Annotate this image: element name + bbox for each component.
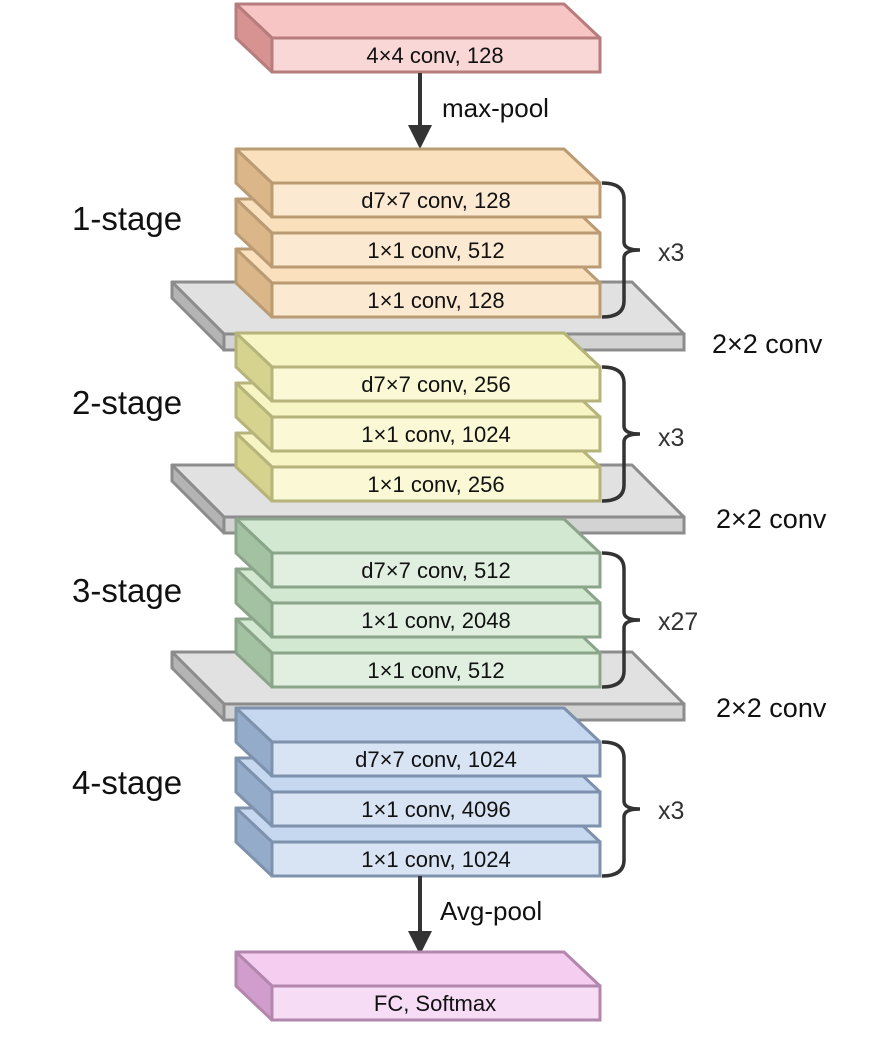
downsample-3-label: 2×2 conv — [716, 693, 827, 723]
stage-4-brace — [601, 740, 641, 878]
stage-4-layer-1: d7×7 conv, 1024 — [234, 706, 602, 778]
stage-2-label: 2-stage — [72, 384, 182, 421]
top-conv-block — [234, 2, 602, 74]
stage-2-layer-1: d7×7 conv, 256 — [234, 331, 602, 403]
stage-4-layer-3-label: 1×1 conv, 1024 — [361, 847, 510, 872]
stage-1-layer-1-label: d7×7 conv, 128 — [361, 188, 510, 213]
downsample-1-label: 2×2 conv — [712, 329, 823, 359]
fc-softmax-block — [234, 950, 602, 1022]
stage-4-repeat: x3 — [658, 797, 684, 825]
stage-3-layer-2-label: 1×1 conv, 2048 — [361, 608, 510, 633]
stage-2-group: 1×1 conv, 256 1×1 conv, 1024 d7×7 conv, 25… — [72, 331, 827, 535]
stage-4-layer-1-label: d7×7 conv, 1024 — [355, 747, 517, 772]
stage-4-group: 1×1 conv, 1024 1×1 conv, 4096 d7×7 conv, 1… — [72, 706, 684, 878]
stage-3-layer-3-label: 1×1 conv, 512 — [367, 658, 504, 683]
stage-1-layer-3-label: 1×1 conv, 128 — [367, 288, 504, 313]
stage-1-label: 1-stage — [72, 200, 182, 237]
stage-3-layer-1-label: d7×7 conv, 512 — [361, 558, 510, 583]
stage-3-repeat: x27 — [658, 608, 698, 636]
fc-softmax-label: FC, Softmax — [374, 991, 496, 1016]
stage-4-label: 4-stage — [72, 764, 182, 801]
stage-3-label: 3-stage — [72, 572, 182, 609]
stage-3-layer-1: d7×7 conv, 512 — [234, 517, 602, 589]
stage-3-brace — [601, 551, 641, 689]
stage-4-layer-2-label: 1×1 conv, 4096 — [361, 797, 510, 822]
stage-2-brace — [601, 365, 641, 503]
avg-pool-label: Avg-pool — [440, 896, 542, 926]
stage-2-repeat: x3 — [658, 424, 684, 452]
stage-1-group: 1×1 conv, 128 1×1 conv, 512 d7×7 conv, 128… — [72, 147, 823, 359]
top-block-shape — [234, 2, 602, 74]
top-conv-label: 4×4 conv, 128 — [366, 43, 503, 68]
stage-2-layer-2-label: 1×1 conv, 1024 — [361, 422, 510, 447]
stage-3-group: 1×1 conv, 512 1×1 conv, 2048 d7×7 conv, 51… — [72, 517, 827, 723]
max-pool-label: max-pool — [442, 93, 549, 123]
downsample-2-label: 2×2 conv — [716, 504, 827, 534]
stage-1-layer-1: d7×7 conv, 128 — [234, 147, 602, 219]
bottom-block-shape — [234, 950, 602, 1022]
stage-2-layer-1-label: d7×7 conv, 256 — [361, 372, 510, 397]
stage-1-layer-2-label: 1×1 conv, 512 — [367, 238, 504, 263]
stage-1-repeat: x3 — [658, 239, 684, 267]
stage-1-brace — [601, 181, 641, 319]
stage-4-layer-3: 1×1 conv, 1024 — [234, 806, 602, 878]
stage-2-layer-3-label: 1×1 conv, 256 — [367, 472, 504, 497]
